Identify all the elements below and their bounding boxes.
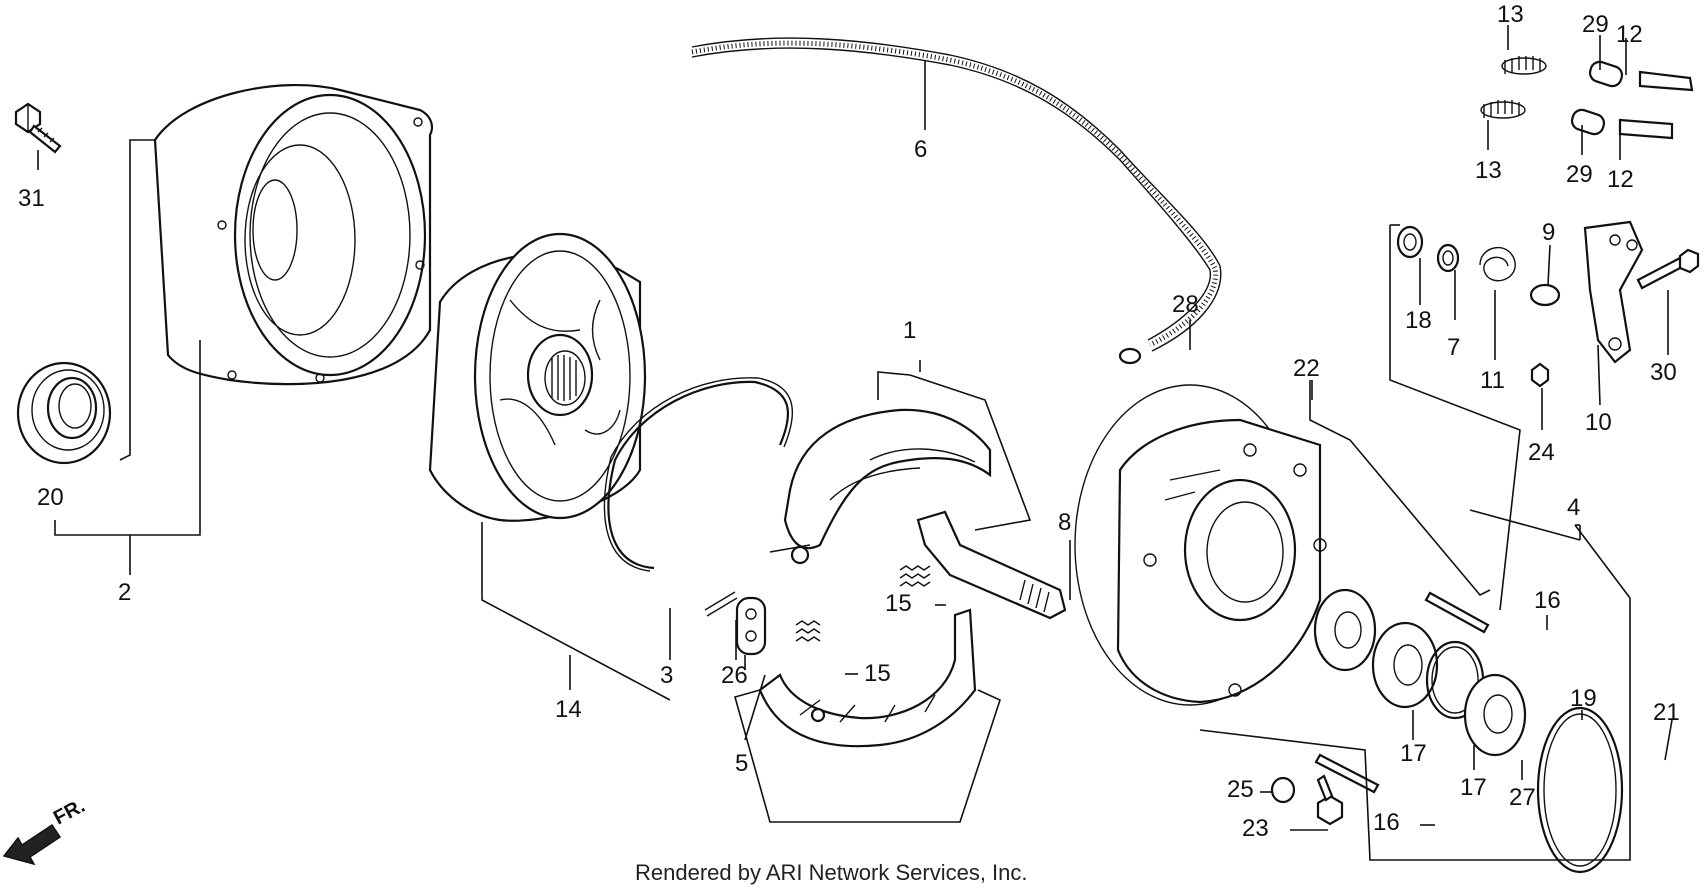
callout-22: 22 [1293, 355, 1320, 382]
callout-17b: 17 [1460, 774, 1487, 801]
callout-2: 2 [118, 579, 131, 606]
callout-29a: 29 [1582, 11, 1609, 38]
shoes-1-drawing [758, 408, 992, 748]
callout-31: 31 [18, 185, 45, 212]
callout-23: 23 [1242, 815, 1269, 842]
credit-text: Rendered by ARI Network Services, Inc. [635, 860, 1028, 885]
callout-16a: 16 [1534, 587, 1561, 614]
callout-13a: 13 [1497, 1, 1524, 28]
callout-3: 3 [660, 662, 673, 689]
oring-21-drawing [1536, 706, 1624, 874]
callout-7: 7 [1447, 334, 1460, 361]
callout-15a: 15 [885, 590, 912, 617]
callout-4: 4 [1567, 494, 1580, 521]
front-direction-label: FR. [50, 795, 89, 830]
callout-5: 5 [735, 750, 748, 777]
springs-pins-drawing [1480, 56, 1694, 140]
hose-6-drawing [691, 37, 1222, 352]
callout-26: 26 [721, 662, 748, 689]
callout-18: 18 [1405, 307, 1432, 334]
springs-15-drawing [795, 565, 931, 642]
callout-13b: 13 [1475, 157, 1502, 184]
clip-28-drawing [1118, 347, 1142, 365]
studs-16-drawing [1314, 591, 1490, 794]
callout-15b: 15 [864, 660, 891, 687]
bolt-31-drawing [14, 102, 62, 154]
bolt-23-drawing [1270, 774, 1344, 826]
panel-22-drawing [1074, 384, 1327, 706]
seal-19-drawing [1463, 673, 1527, 757]
bearings-17-drawing [1313, 588, 1439, 709]
callout-17a: 17 [1400, 740, 1427, 767]
callout-numbers: 31 20 2 14 3 1 26 5 15 15 8 6 28 22 4 16… [18, 1, 1680, 842]
pin-plate-drawing [704, 591, 767, 656]
callout-9: 9 [1542, 219, 1555, 246]
callout-30: 30 [1650, 359, 1677, 386]
callout-19: 19 [1570, 685, 1597, 712]
callout-28: 28 [1172, 291, 1199, 318]
seal-20-drawing [16, 361, 112, 465]
callout-10: 10 [1585, 409, 1612, 436]
callout-12a: 12 [1616, 21, 1643, 48]
ring-3-drawing [603, 377, 794, 572]
cam-8-drawing [916, 510, 1067, 620]
callout-27: 27 [1509, 784, 1536, 811]
drum-14-drawing [428, 232, 647, 522]
arm-cluster-drawing [1396, 220, 1700, 388]
callout-20: 20 [37, 484, 64, 511]
callout-8: 8 [1058, 509, 1071, 536]
front-direction-arrow: FR. [2, 795, 89, 866]
callout-24: 24 [1528, 439, 1555, 466]
housing-2-drawing [153, 84, 434, 386]
callout-11: 11 [1480, 367, 1505, 394]
callout-16b: 16 [1373, 809, 1400, 836]
callout-6: 6 [914, 136, 927, 163]
callout-25: 25 [1227, 776, 1254, 803]
callout-12b: 12 [1607, 166, 1634, 193]
callout-29b: 29 [1566, 161, 1593, 188]
callout-1: 1 [903, 317, 916, 344]
callout-21: 21 [1653, 699, 1680, 726]
callout-14: 14 [555, 696, 582, 723]
leader-lines [37, 25, 1673, 861]
